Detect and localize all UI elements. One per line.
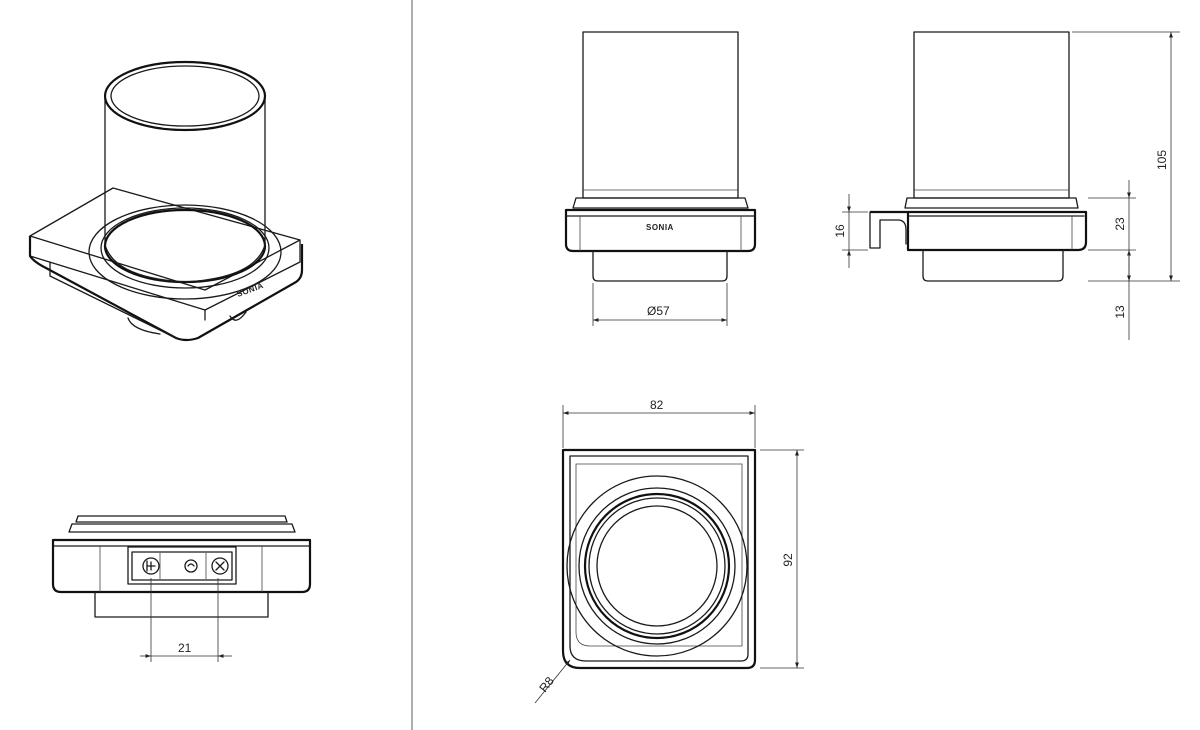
brand-logo-front: SONIA: [646, 223, 674, 232]
dimension-diameter: Ø57: [647, 304, 670, 318]
dimension-screw-spacing: 21: [178, 641, 192, 655]
brand-logo-isometric: SONIA: [236, 281, 265, 299]
dimension-depth: 92: [781, 553, 795, 567]
dimension-width: 82: [650, 398, 664, 412]
back-view: 21: [51, 515, 312, 662]
dimension-bracket-height: 16: [833, 224, 847, 238]
side-view: 105 23 13 16: [833, 31, 1180, 340]
top-view: 82 92 R8: [534, 398, 804, 704]
dimension-base-height: 23: [1113, 217, 1127, 231]
dimension-corner-radius: R8: [536, 674, 557, 695]
isometric-view: SONIA: [28, 60, 304, 342]
dimension-bottom-offset: 13: [1113, 305, 1127, 319]
dimension-height-total: 105: [1155, 150, 1169, 170]
front-view: SONIA Ø57: [564, 31, 757, 326]
